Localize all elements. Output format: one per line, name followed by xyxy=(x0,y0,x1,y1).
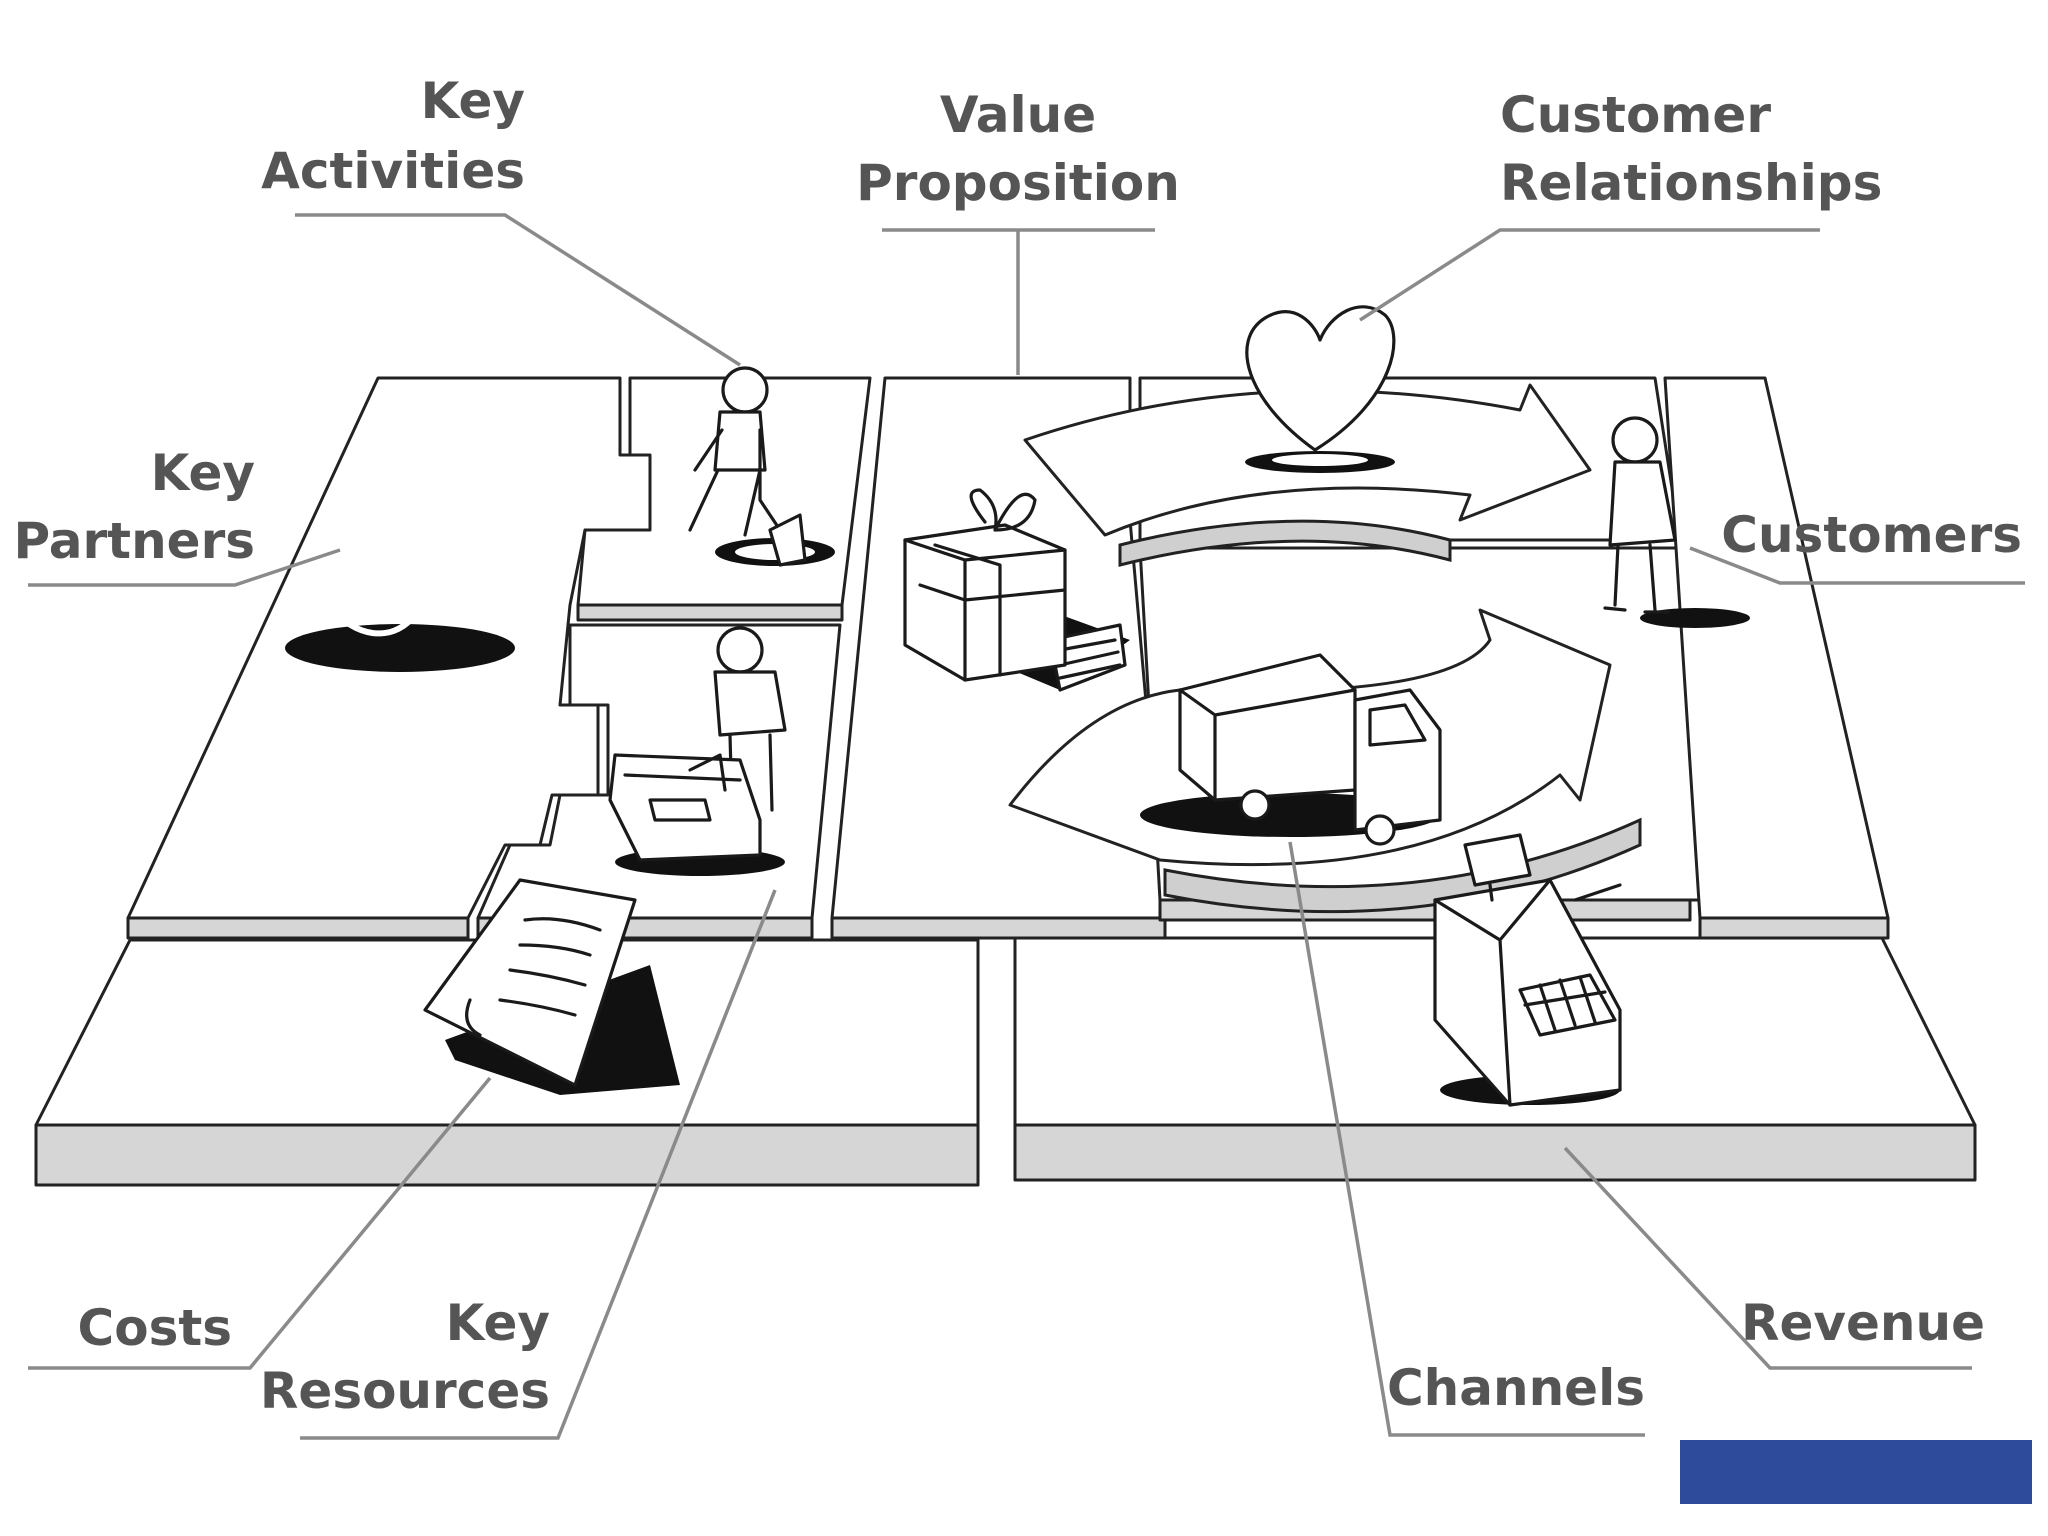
customer-relationships-label-line2: Relationships xyxy=(1500,154,1882,212)
labels: Key Activities Value Proposition Custome… xyxy=(13,72,2022,1420)
customers-panel xyxy=(1663,376,1890,940)
value-proposition-label-line2: Proposition xyxy=(856,154,1180,212)
key-resources-leader xyxy=(300,889,777,1440)
key-resources-label-line1: Key xyxy=(446,1294,550,1352)
leader-lines xyxy=(28,213,2025,1440)
invoice-document-icon xyxy=(423,878,680,1095)
corner-block xyxy=(1680,1440,2032,1504)
key-activities-leader xyxy=(295,213,741,367)
key-activities-label-line2: Activities xyxy=(261,142,525,200)
key-resources-label-line2: Resources xyxy=(260,1362,550,1420)
key-activities-label-line1: Key xyxy=(421,72,525,130)
standing-person-icon xyxy=(1603,416,1750,628)
costs-label: Costs xyxy=(78,1299,232,1357)
costs-leader xyxy=(28,1076,492,1370)
channels-leader xyxy=(1288,841,1645,1437)
cash-register-icon xyxy=(1433,833,1622,1107)
customer-relationships-label-line1: Customer xyxy=(1500,86,1771,144)
customers-label: Customers xyxy=(1721,506,2022,564)
channels-label: Channels xyxy=(1387,1359,1645,1417)
heart-icon xyxy=(1245,305,1396,473)
value-proposition-leader xyxy=(882,228,1155,375)
delivery-truck-icon xyxy=(1140,653,1442,846)
person-digging-icon xyxy=(688,366,835,567)
revenue-leader xyxy=(1563,1146,1972,1370)
value-proposition-label-line1: Value xyxy=(940,86,1096,144)
interlocked-rings-icon xyxy=(285,486,528,672)
customer-relationships-leader xyxy=(1359,228,1820,322)
customers-leader xyxy=(1689,546,2025,585)
person-with-machine-icon xyxy=(608,626,787,876)
key-partners-label-line2: Partners xyxy=(13,512,255,570)
key-partners-label-line1: Key xyxy=(151,444,255,502)
key-partners-leader xyxy=(28,548,341,587)
canvas-board xyxy=(34,376,1977,1187)
gift-box-icon xyxy=(903,488,1130,692)
revenue-label: Revenue xyxy=(1741,1294,1985,1352)
